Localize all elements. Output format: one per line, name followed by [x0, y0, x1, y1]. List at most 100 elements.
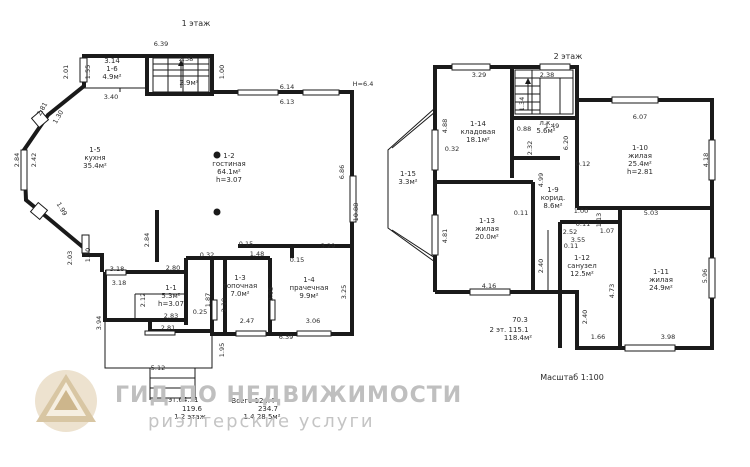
room-label-1-2: гостиная: [212, 160, 246, 168]
dimension-label: 0.15: [290, 256, 304, 264]
dimension-label: 0.11: [564, 242, 578, 250]
floor1-title: 1 этаж: [182, 19, 211, 28]
room-label-1-10: жилая: [628, 152, 652, 160]
dimension-label: 3.40: [104, 93, 118, 101]
dimension-label: 1.90: [84, 248, 92, 262]
dimension-label: 2.84: [13, 153, 21, 167]
room-label-1-3: 1-3: [234, 274, 245, 282]
dimension-label: 3.29: [472, 71, 486, 79]
dimension-label: 1.34: [518, 97, 526, 111]
dimension-label: 5.96: [701, 269, 709, 283]
dimension-label: 0.25: [193, 308, 207, 316]
room-label-1-9: 1-9: [547, 186, 558, 194]
room-label-1-12: 12.5м²: [570, 270, 594, 278]
room-label-1-9: корид.: [541, 194, 566, 202]
dimension-label: 2.03: [66, 251, 74, 265]
room-label-1-14: кладовая: [461, 128, 496, 136]
dimension-label: 0.11: [514, 209, 528, 217]
room-label-1-10: 1-10: [632, 144, 648, 152]
room-label-stair1: 2.9м²: [179, 79, 198, 87]
dimension-label: 1.00: [574, 207, 588, 215]
room-label-1-10: 25.4м²: [628, 160, 652, 168]
dimension-label: 2.42: [30, 153, 38, 167]
floor1-total: Всего 124.4: [231, 397, 275, 405]
room-label-1-10: h=2.81: [627, 168, 653, 176]
room-label-1-13: жилая: [475, 225, 499, 233]
dimension-label: 2.95: [267, 287, 275, 301]
dimension-label: 1.00: [218, 65, 226, 79]
dimension-label: 3.06: [306, 317, 320, 325]
room-label-1-5: 35.4м²: [83, 162, 107, 170]
dimension-label: 3.29: [321, 242, 335, 250]
room-label-1-12: 1-12: [574, 254, 590, 262]
room-label-1-15: 1-15: [400, 170, 416, 178]
dimension-label: 6.07: [633, 113, 647, 121]
room-label-1-6: 1-6: [106, 65, 118, 73]
dimension-label: 4.18: [702, 153, 710, 167]
room-label-1-11: 24.9м²: [649, 284, 673, 292]
floor2-windows: [431, 63, 716, 352]
room-label-1-15: 3.3м²: [398, 178, 417, 186]
dimension-label: 1.95: [218, 343, 226, 357]
dimension-label: 4.16: [482, 282, 496, 290]
dimension-label: 1.55: [84, 65, 92, 79]
dimension-label: 2.38: [179, 55, 193, 63]
dimension-label: 1.48: [250, 250, 264, 258]
dimension-label: 2.80: [166, 264, 180, 272]
dimension-label: 2.38: [540, 71, 554, 79]
dimension-label: 1.07: [600, 227, 614, 235]
room-label-1-3: топочная: [223, 282, 257, 290]
dimension-label: 3.18: [112, 279, 126, 287]
dimension-label: 3.55: [571, 236, 585, 244]
dimension-label: 3.18: [110, 265, 124, 273]
dimension-label: 6.39: [279, 333, 293, 341]
dimension-label: 2.32: [526, 141, 534, 155]
dimension-label: 0.32: [445, 145, 459, 153]
room-label-1-4: 1-4: [303, 276, 315, 284]
dimension-label: H=6.4: [353, 80, 374, 88]
floor2-walls: [387, 65, 714, 350]
room-label-1-3: 7.0м²: [230, 290, 249, 298]
dimension-label: 3.98: [661, 333, 675, 341]
dimension-label: 2.52: [563, 228, 577, 236]
dimension-label: 6.20: [562, 136, 570, 150]
floor2-staircase: [514, 69, 574, 115]
dimension-label: 1.13: [595, 213, 603, 227]
room-label-1-1: h=3.07: [158, 300, 184, 308]
floor2-total: 70.3: [512, 316, 528, 324]
floor2-title: 2 этаж: [554, 52, 583, 61]
dimension-label: 1.99: [55, 201, 69, 218]
room-label-1-11: 1-11: [653, 268, 669, 276]
watermark-subtitle: риэлтерские услуги: [148, 411, 375, 432]
room-label-1-9: 8.6м²: [543, 202, 562, 210]
room-label-1-13: 1-13: [479, 217, 495, 225]
room-label-1-1: 5.3м²: [161, 292, 180, 300]
dimension-label: 3.25: [340, 285, 348, 299]
dimension-label: 2.47: [240, 317, 254, 325]
scale-label: Масштаб 1:100: [540, 373, 604, 382]
room-label-1-2: h=3.07: [216, 176, 242, 184]
dimension-label: 1.66: [591, 333, 605, 341]
room-label-1-12: санузел: [567, 262, 596, 270]
dimension-label: 3.94: [95, 316, 103, 330]
dimension-label: 1.49: [545, 122, 559, 130]
room-label-1-2: 1-2: [223, 152, 234, 160]
floor1-staircase: [152, 57, 210, 93]
floor1-total: 234.7: [258, 405, 278, 413]
dimension-label: 1.87: [204, 293, 212, 307]
dimension-label: 6.86: [338, 165, 346, 179]
room-label-1-6: 4.9м²: [102, 73, 121, 81]
floor1-total: 1 эт.64.11: [162, 396, 199, 404]
floor1-walls: [21, 54, 354, 400]
dimension-label: 2.40: [537, 259, 545, 273]
room-label-1-11: жилая: [649, 276, 673, 284]
dimension-label: 6.14: [280, 83, 294, 91]
watermark-logo-icon: [28, 368, 104, 438]
room-label-1-14: 18.1м²: [466, 136, 490, 144]
dimension-label: 2.84: [143, 233, 151, 247]
dimension-label: 0.12: [576, 160, 590, 168]
room-label-1-2: 64.1м²: [217, 168, 241, 176]
dimension-label: 2.19: [220, 298, 228, 312]
